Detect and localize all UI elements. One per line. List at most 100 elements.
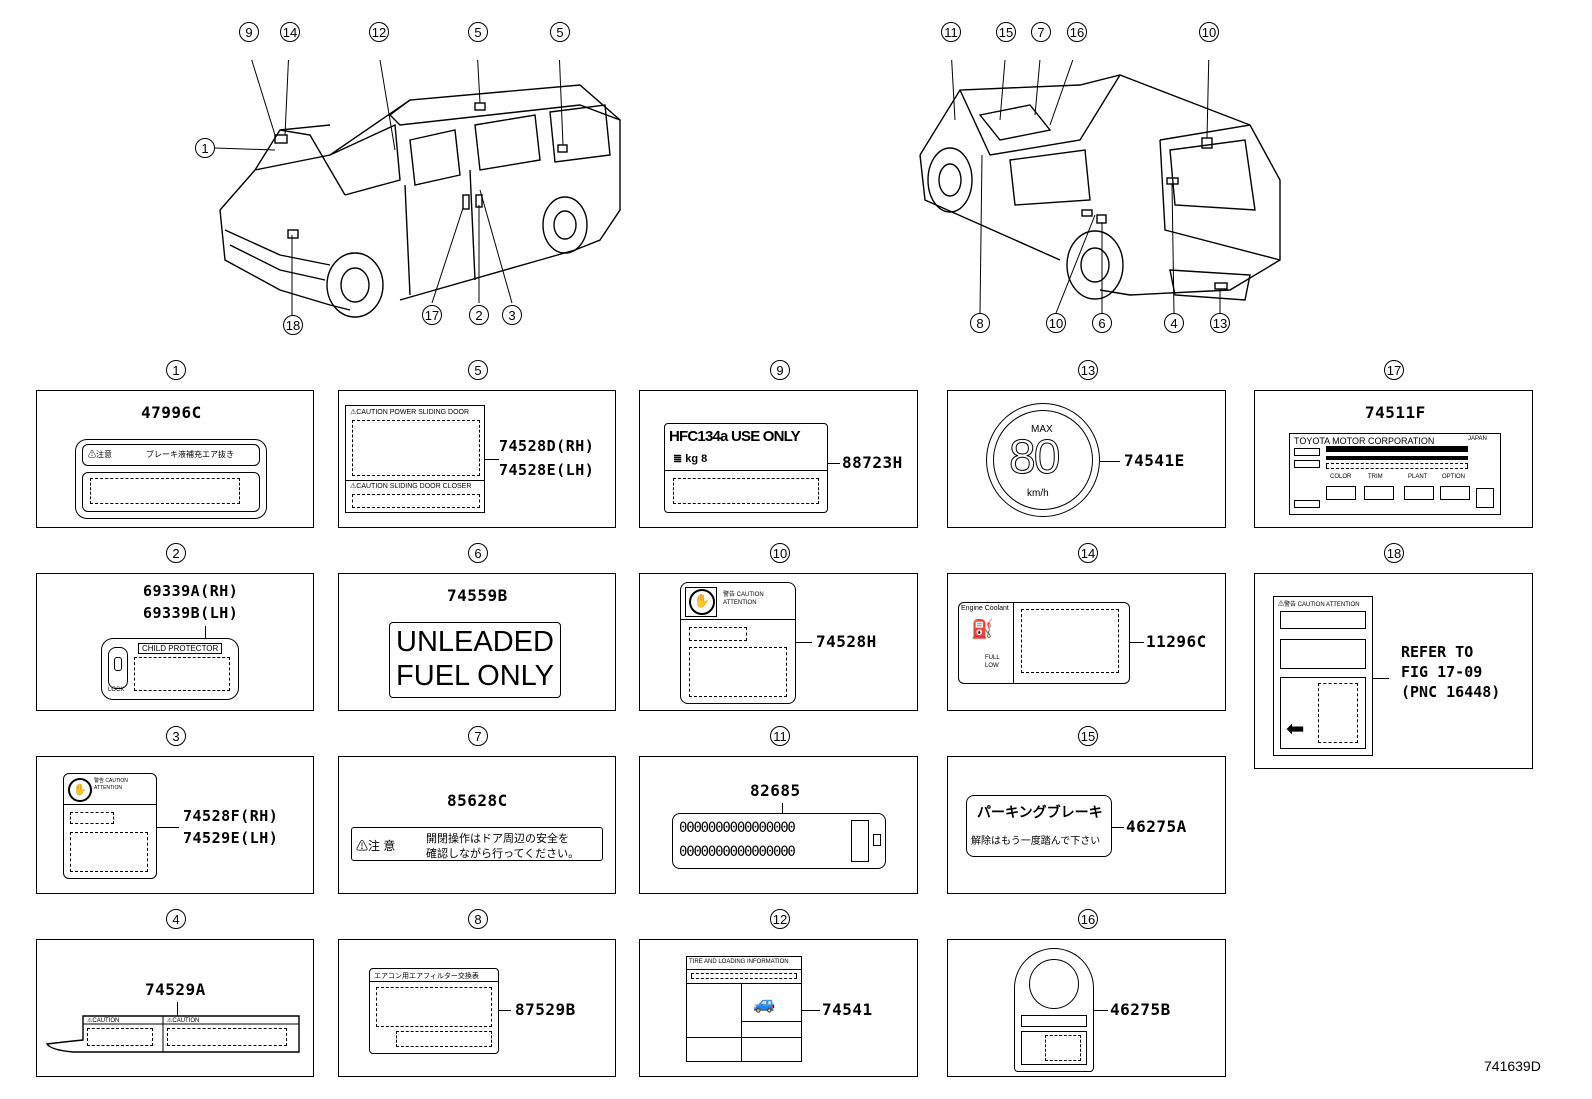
lock-text: LOCK	[108, 687, 125, 693]
warning-text: 警告 CAUTION ATTENTION	[94, 778, 128, 791]
label-74541e: MAX 80 km/h	[986, 403, 1100, 517]
label-47996c: ⚠注意 ブレーキ液補充エア抜き	[75, 439, 267, 519]
callout-5b: 5	[550, 22, 570, 42]
full-text: FULL	[985, 655, 1000, 661]
callout-3: 3	[502, 305, 522, 325]
caution-text-2: ⚠CAUTION	[167, 1018, 200, 1024]
fuse-row-1: 0000000000000000	[679, 820, 796, 836]
callout-15: 15	[996, 22, 1016, 42]
vin-bar-2	[1326, 456, 1468, 460]
caution-header: ⚠警告 CAUTION ATTENTION	[1278, 602, 1360, 608]
lock-slot	[114, 657, 122, 671]
caution-header-1: ⚠CAUTION POWER SLIDING DOOR	[350, 409, 470, 416]
divider-h4	[687, 1037, 801, 1038]
coolant-text: Engine Coolant	[961, 605, 1009, 612]
text-block	[134, 657, 230, 691]
callout-14: 14	[280, 22, 300, 42]
low-text: LOW	[985, 663, 999, 669]
divider	[1013, 603, 1014, 683]
panel-num-6: 6	[468, 543, 488, 563]
part-number-rh: 74528D(RH)	[499, 437, 595, 455]
label-74528h: ✋ 警告 CAUTION ATTENTION	[680, 582, 796, 704]
leader-line	[1100, 461, 1120, 462]
label-74511f: TOYOTA MOTOR CORPORATION JAPAN COLOR TRI…	[1289, 433, 1501, 515]
jp-line-2: 解除はもう一度踏んで下さい	[971, 836, 1101, 847]
text-block	[673, 478, 819, 504]
leader-line	[782, 803, 783, 813]
text-block-2	[352, 494, 480, 508]
label-subtext: ブレーキ液補充エア抜き	[146, 450, 234, 459]
leader-line	[485, 459, 499, 460]
field-plant: PLANT	[1408, 474, 1428, 480]
label-unleaded: UNLEADED FUEL ONLY	[389, 622, 561, 698]
panel-num-16: 16	[1078, 909, 1098, 929]
field-color: COLOR	[1330, 474, 1352, 480]
divider	[370, 981, 498, 982]
coolant-icon: ⛽	[971, 619, 994, 640]
panel-1: 47996C ⚠注意 ブレーキ液補充エア抜き	[36, 390, 314, 528]
part-number: 74541	[822, 1000, 873, 1019]
leader-line	[205, 626, 206, 638]
text-block	[376, 987, 492, 1027]
box-b	[1364, 486, 1394, 500]
callout-13: 13	[1210, 313, 1230, 333]
field-option: OPTION	[1442, 474, 1466, 480]
callout-11: 11	[941, 22, 961, 42]
callout-4: 4	[1164, 313, 1184, 333]
part-number-lh: 69339B(LH)	[143, 604, 239, 622]
leader-line	[1130, 642, 1144, 643]
divider	[64, 804, 156, 805]
jp-line-2: 確認しながら行ってください。	[426, 848, 580, 860]
leader-line	[802, 1010, 820, 1011]
box-a	[1326, 486, 1356, 500]
text-block	[352, 420, 480, 476]
vin-dash	[1326, 463, 1468, 469]
label-87529b: エアコン用エアフィルター交換表	[369, 968, 499, 1054]
divider	[665, 470, 827, 471]
icon-box	[685, 587, 717, 617]
caution-text-1: ⚠CAUTION	[87, 1018, 120, 1024]
divider	[346, 480, 484, 481]
panel-8: エアコン用エアフィルター交換表 87529B	[338, 939, 616, 1077]
panel-14: Engine Coolant ⛽ FULL LOW 11296C	[947, 573, 1226, 711]
no-hand-icon: ✋	[68, 778, 92, 802]
leader-line	[1112, 827, 1124, 828]
panel-2: 69339A(RH) 69339B(LH) LOCK CHILD PROTECT…	[36, 573, 314, 711]
text-block-2	[70, 832, 148, 872]
fuel-only-text: FUEL ONLY	[396, 660, 554, 692]
inner-ring	[993, 410, 1093, 510]
panel-16: 46275B	[947, 939, 1226, 1077]
part-number: 46275B	[1110, 1000, 1171, 1019]
panel-3: ✋ 警告 CAUTION ATTENTION 74528F(RH) 74529E…	[36, 756, 314, 894]
part-number: 74529A	[145, 980, 206, 999]
panel-num-1: 1	[166, 360, 186, 380]
text-block-1	[689, 627, 747, 641]
label-82685: 0000000000000000 0000000000000000	[672, 813, 886, 869]
label-85628c: ⚠注 意 開閉操作はドア周辺の安全を 確認しながら行ってください。	[351, 827, 603, 861]
leader-line	[828, 463, 840, 464]
panel-num-8: 8	[468, 909, 488, 929]
rear-vehicle-illustration	[919, 60, 1281, 314]
panel-num-4: 4	[166, 909, 186, 929]
box-d	[1440, 486, 1470, 500]
car-icon: 🚙	[753, 993, 776, 1014]
label-74528d: ⚠CAUTION POWER SLIDING DOOR ⚠CAUTION SLI…	[345, 405, 485, 513]
label-body-box	[82, 472, 260, 512]
no-hand-icon: ✋	[689, 589, 715, 615]
front-vehicle-illustration	[214, 60, 621, 318]
box-2	[1280, 639, 1366, 669]
divider-h3	[741, 1021, 801, 1022]
text-block-1	[70, 812, 114, 824]
panel-9: HFC134a USE ONLY ≣ kg 8 88723H	[639, 390, 918, 528]
panel-num-11: 11	[770, 726, 790, 746]
leader-line	[796, 642, 812, 643]
panel-6: 74559B UNLEADED FUEL ONLY	[338, 573, 616, 711]
text-block-2	[396, 1031, 492, 1047]
box-f	[1294, 500, 1320, 508]
panel-num-12: 12	[770, 909, 790, 929]
callout-6: 6	[1092, 313, 1112, 333]
callout-10b: 10	[1046, 313, 1066, 333]
leader-line	[157, 827, 179, 828]
part-number: 11296C	[1146, 632, 1207, 651]
caution-header-2: ⚠CAUTION SLIDING DOOR CLOSER	[350, 483, 472, 490]
